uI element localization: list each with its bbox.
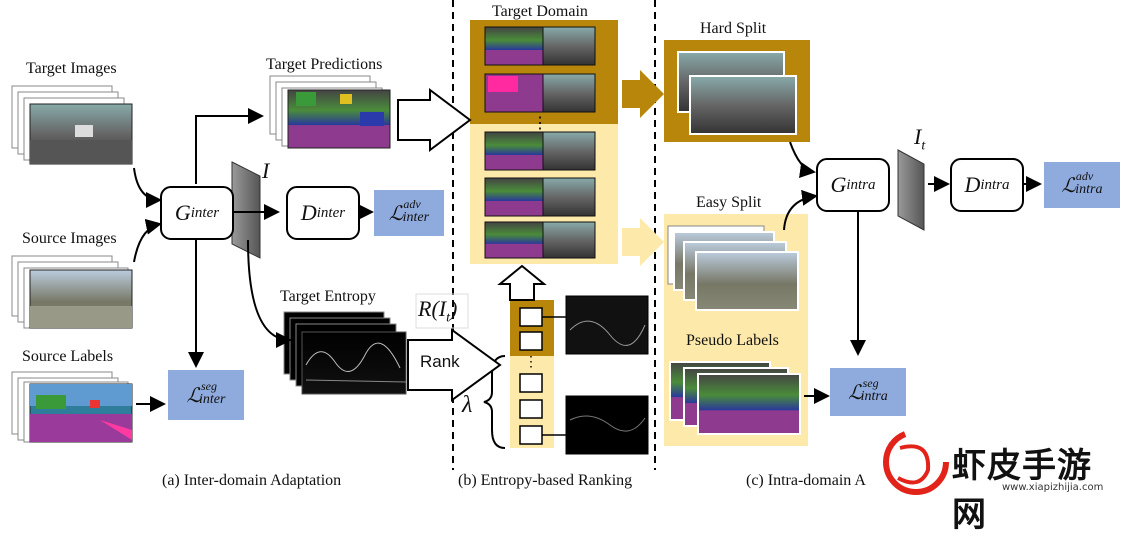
svg-text:⋮: ⋮ <box>524 355 538 370</box>
target-entropy-stack <box>283 311 407 395</box>
arrow-rank <box>407 328 502 402</box>
hard-split-panel <box>664 40 810 142</box>
source-labels-stack <box>11 371 133 443</box>
pseudo-labels-label: Pseudo Labels <box>686 332 779 349</box>
hard-split-label: Hard Split <box>700 20 767 37</box>
lambda-label: λ <box>462 392 473 418</box>
feature-inter-label: I <box>262 158 270 183</box>
feature-intra-label: It <box>914 124 926 154</box>
source-images-label: Source Images <box>22 230 117 247</box>
target-domain-label: Target Domain <box>492 3 588 20</box>
caption-c: (c) Intra-domain A <box>746 472 866 489</box>
arrow-up-to-domain <box>497 264 547 301</box>
easy-split-panel <box>664 214 808 446</box>
ranking-column: ⋮ <box>483 295 649 455</box>
target-predictions-stack <box>269 75 391 149</box>
easy-split-label: Easy Split <box>696 194 762 211</box>
source-labels-label: Source Labels <box>22 348 114 365</box>
caption-b: (b) Entropy-based Ranking <box>458 472 633 489</box>
r-it-box <box>415 293 469 329</box>
arrow-hard <box>622 70 664 118</box>
source-images-stack <box>11 255 133 329</box>
r-it-label: R(It) <box>418 296 458 326</box>
target-domain-panel: ⋮ <box>470 20 618 264</box>
rank-label: Rank <box>420 352 460 371</box>
watermark-logo-icon <box>883 429 949 495</box>
target-entropy-label: Target Entropy <box>280 288 376 305</box>
feature-map-inter <box>231 161 261 259</box>
arrow-easy <box>622 218 664 266</box>
target-predictions-label: Target Predictions <box>266 56 383 73</box>
arrow-to-target-domain <box>397 88 472 152</box>
feature-map-intra <box>897 149 925 231</box>
diagram-canvas: ⋮ ⋮ <box>11 0 1042 495</box>
target-images-label: Target Images <box>26 60 117 77</box>
ellipsis-target-domain: ⋮ <box>532 115 548 132</box>
caption-a: (a) Inter-domain Adaptation <box>162 472 342 489</box>
watermark-url: www.xiapizhijia.com <box>1002 482 1104 493</box>
target-images-stack <box>11 85 133 165</box>
